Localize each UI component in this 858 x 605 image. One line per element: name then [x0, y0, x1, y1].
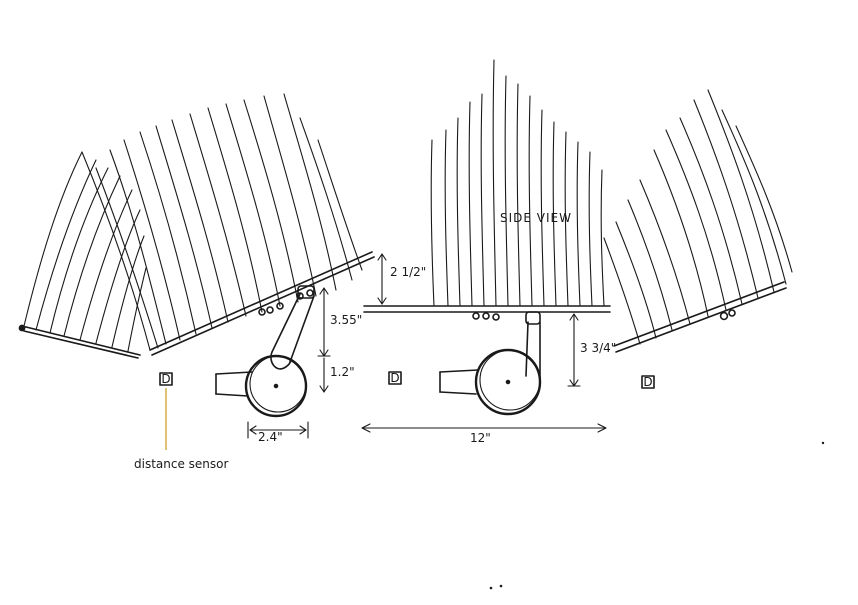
stray-marks	[489, 441, 825, 590]
wheel-diameter-label: 2.4"	[258, 430, 283, 444]
fabric-strokes-middle	[430, 59, 605, 307]
middle-wheel-assembly	[439, 348, 542, 416]
fabric-gap-label: 2 1/2"	[390, 265, 426, 279]
fabric-strokes-left	[23, 93, 363, 352]
pivot-drop-label: 1.2"	[330, 365, 355, 379]
sensor-mark-middle: D	[390, 371, 399, 385]
distance-sensor-middle: D	[388, 371, 402, 385]
left-hinges	[258, 289, 314, 316]
right-hinge	[719, 309, 736, 321]
sensor-mark-left: D	[161, 372, 170, 386]
dimension-arm-height	[317, 287, 331, 357]
distance-sensor-left: D	[159, 372, 173, 386]
arm-height-label: 3.55"	[330, 313, 362, 327]
center-clearance-label: 3 3/4"	[580, 341, 616, 355]
left-base-plate	[18, 251, 375, 359]
fabric-strokes-right	[603, 89, 793, 345]
middle-arm	[525, 311, 541, 381]
dimension-fabric-gap	[377, 253, 387, 305]
dimension-pivot-drop	[319, 357, 329, 393]
base-width-label: 12"	[470, 431, 491, 445]
distance-sensor-right: D	[641, 375, 655, 389]
dimension-center-clearance	[567, 313, 581, 387]
dimension-base-width	[361, 423, 607, 433]
left-wheel-assembly	[215, 354, 308, 418]
middle-hinges	[472, 312, 500, 321]
view-title: SIDE VIEW	[500, 211, 572, 225]
sensor-mark-right: D	[643, 375, 652, 389]
right-base-plate	[613, 281, 787, 353]
left-arm	[270, 285, 315, 370]
dimension-wheel-diameter	[247, 421, 309, 439]
sensor-caption: distance sensor	[134, 457, 228, 471]
middle-base-plate	[363, 305, 611, 313]
